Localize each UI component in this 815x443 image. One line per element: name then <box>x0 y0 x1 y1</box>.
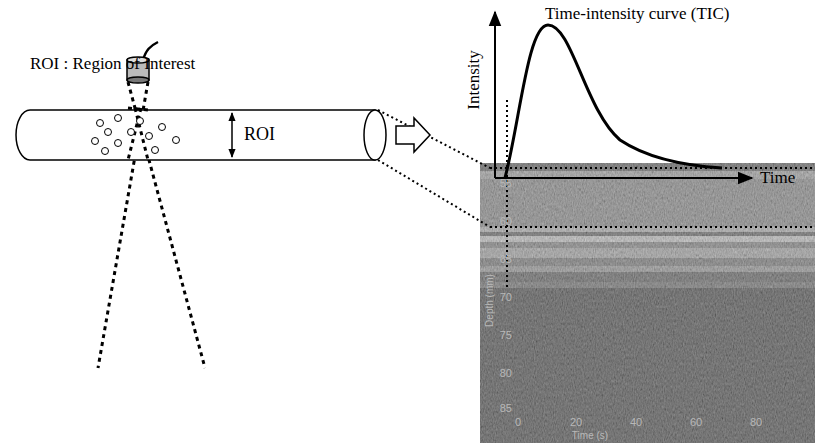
chart-title: Time-intensity curve (TIC) <box>545 4 729 24</box>
tick-label: 60 <box>500 215 512 227</box>
annotation: ROI : Region of Interest <box>30 54 195 74</box>
hollow-arrow <box>396 118 430 152</box>
axis-label: Depth (mm) <box>483 274 494 327</box>
microbubbles <box>92 115 180 155</box>
beam-segment <box>128 108 148 110</box>
tick-label: 75 <box>500 329 512 341</box>
axis-label: Intensity <box>464 50 484 110</box>
tube-region: ROI <box>244 124 304 145</box>
tick-label: 40 <box>630 416 642 428</box>
tick-label: 60 <box>690 416 702 428</box>
roi-double-arrow <box>231 113 233 157</box>
tick-label: 80 <box>750 416 762 428</box>
tick-label: 20 <box>570 416 582 428</box>
ultrasound-image <box>480 163 815 443</box>
tic-graph <box>495 12 752 178</box>
tick-label: 85 <box>500 402 512 414</box>
roi-label: ROI <box>244 124 304 145</box>
tick-label: 65 <box>500 253 512 265</box>
axis-label: Time (s) <box>572 430 608 441</box>
tick-label: 55 <box>500 177 512 189</box>
tick-label: 80 <box>500 367 512 379</box>
ultrasound-beam-inside <box>128 108 148 160</box>
tube <box>16 110 386 160</box>
axis-label: Time <box>760 168 795 188</box>
tick-label: 70 <box>500 291 512 303</box>
guide-lines <box>378 100 812 290</box>
tick-label: 0 <box>515 416 521 428</box>
